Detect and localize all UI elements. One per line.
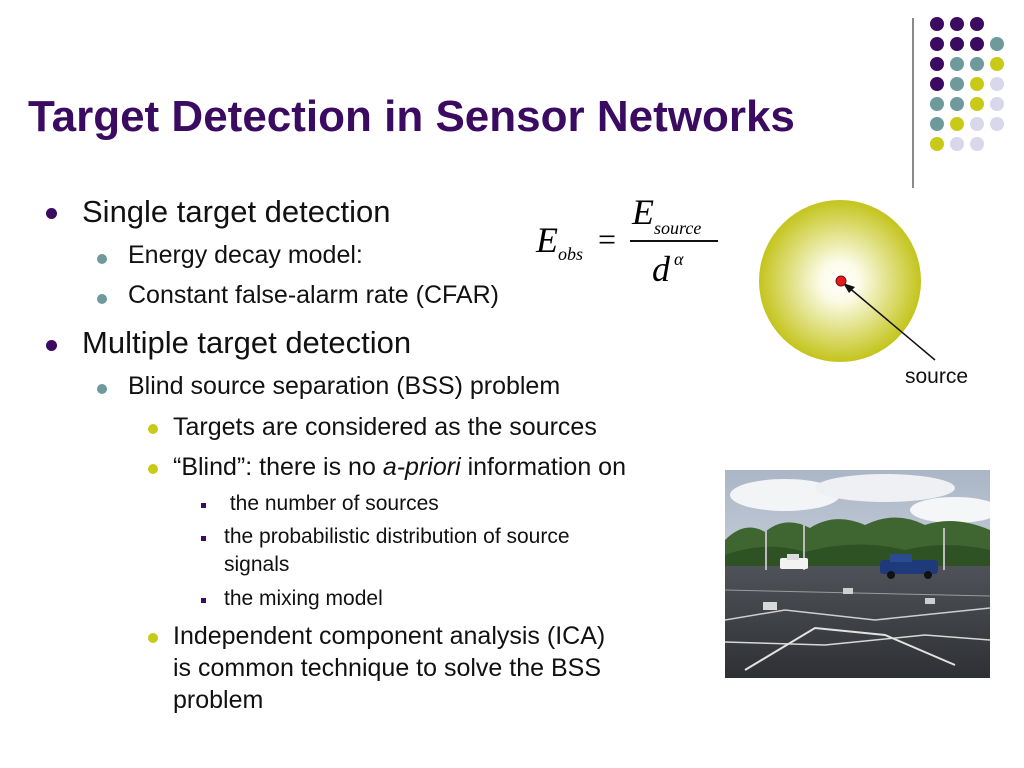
decorative-dot xyxy=(990,37,1004,51)
decorative-dot xyxy=(950,77,964,91)
decorative-dot xyxy=(970,97,984,111)
bullet-energy-decay: Energy decay model: xyxy=(128,241,363,269)
bullet-marker-l3 xyxy=(148,424,158,434)
slide-title: Target Detection in Sensor Networks xyxy=(28,92,795,141)
blind-text-emphasis: a-priori xyxy=(382,453,461,481)
bullet-number-of-sources: the number of sources xyxy=(224,492,439,515)
energy-field-diagram: source xyxy=(755,200,975,400)
decorative-dot xyxy=(950,17,964,31)
formula-denominator: d xyxy=(652,249,671,289)
bullet-probabilistic-distribution-cont: signals xyxy=(224,553,290,576)
bullet-marker-l4 xyxy=(201,536,206,541)
decorative-dot xyxy=(950,57,964,71)
bullet-marker-l1 xyxy=(46,340,57,351)
blind-text-post: information on xyxy=(460,453,626,481)
decorative-dot xyxy=(990,97,1004,111)
bullet-targets-sources: Targets are considered as the sources xyxy=(173,413,597,441)
decorative-dot xyxy=(950,137,964,151)
bullet-bss: Blind source separation (BSS) problem xyxy=(128,372,561,400)
decorative-dot-grid xyxy=(930,17,1004,151)
bullet-blind: “Blind”: there is no a-priori informatio… xyxy=(173,453,626,482)
bullet-marker-l4 xyxy=(201,503,206,508)
title-divider xyxy=(912,18,914,188)
bullet-mixing-model: the mixing model xyxy=(224,587,383,610)
bullet-single-target: Single target detection xyxy=(82,194,391,229)
decorative-dot xyxy=(930,37,944,51)
bullet-marker-l2 xyxy=(97,294,107,304)
decorative-dot xyxy=(970,37,984,51)
bullet-marker-l2 xyxy=(97,254,107,264)
blind-text-pre: “Blind”: there is no xyxy=(173,453,383,481)
bullet-marker-l3 xyxy=(148,633,158,643)
energy-decay-formula: E obs = E source d α xyxy=(530,190,730,300)
decorative-dot xyxy=(970,57,984,71)
decorative-dot xyxy=(970,137,984,151)
formula-equals: = xyxy=(598,221,616,257)
bullet-ica-cont-2: problem xyxy=(173,686,264,714)
decorative-dot xyxy=(970,117,984,131)
source-pointer-line xyxy=(846,285,936,361)
bullet-marker-l2 xyxy=(97,384,107,394)
source-point xyxy=(835,275,847,287)
decorative-dot xyxy=(930,17,944,31)
bullet-ica: Independent component analysis (ICA) xyxy=(173,622,606,650)
decorative-dot xyxy=(990,57,1004,71)
decorative-dot xyxy=(990,77,1004,91)
bullet-marker-l4 xyxy=(201,598,206,603)
source-pointer-arrowhead xyxy=(843,283,855,293)
decorative-dot xyxy=(930,57,944,71)
decorative-dot xyxy=(930,77,944,91)
decorative-dot xyxy=(970,77,984,91)
bullet-multiple-target: Multiple target detection xyxy=(82,325,412,360)
source-label: source xyxy=(905,365,968,388)
decorative-dot xyxy=(950,37,964,51)
decorative-dot xyxy=(930,97,944,111)
bullet-ica-cont-1: is common technique to solve the BSS xyxy=(173,654,602,682)
formula-lhs: E xyxy=(535,220,558,260)
parking-lot-sensor-photo xyxy=(725,470,990,678)
bullet-cfar: Constant false-alarm rate (CFAR) xyxy=(128,281,499,309)
formula-numerator: E xyxy=(631,192,654,232)
bullet-marker-l1 xyxy=(46,208,57,219)
decorative-dot xyxy=(970,17,984,31)
formula-lhs-subscript: obs xyxy=(558,244,583,264)
decorative-dot xyxy=(950,117,964,131)
decorative-dot xyxy=(990,117,1004,131)
bullet-marker-l3 xyxy=(148,464,158,474)
formula-denominator-superscript: α xyxy=(674,249,684,269)
decorative-dot xyxy=(930,137,944,151)
bullet-probabilistic-distribution: the probabilistic distribution of source xyxy=(224,525,570,548)
decorative-dot xyxy=(950,97,964,111)
formula-numerator-subscript: source xyxy=(654,218,701,238)
decorative-dot xyxy=(930,117,944,131)
